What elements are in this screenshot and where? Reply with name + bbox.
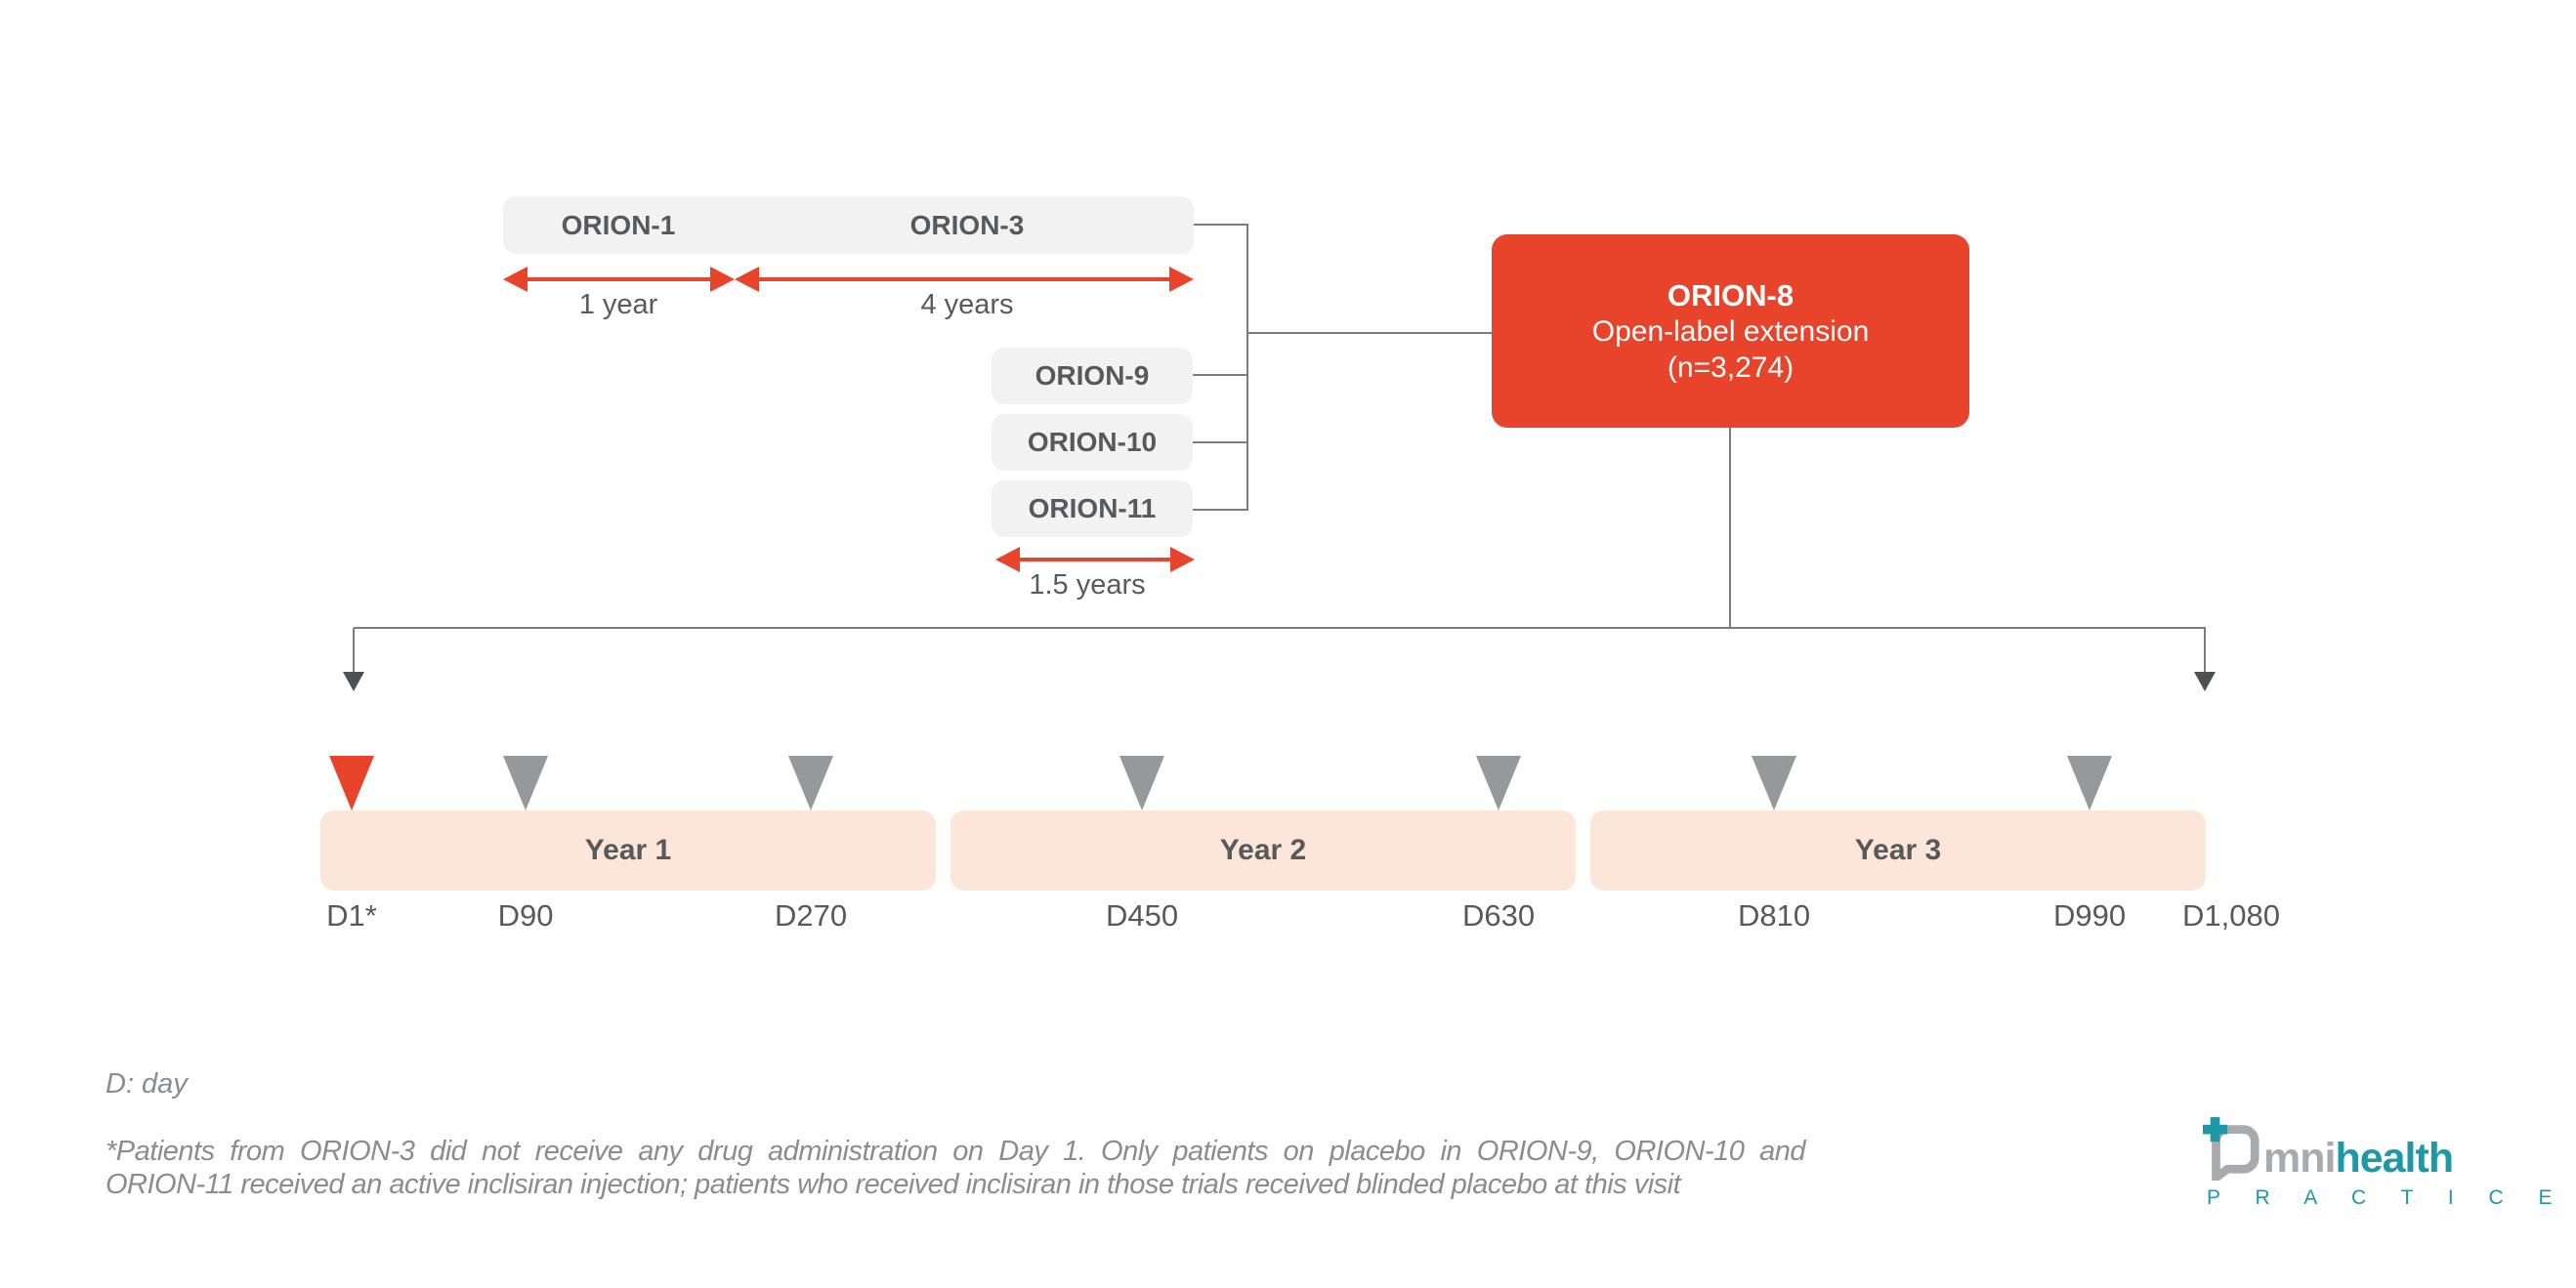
dose-marker-d810	[1752, 756, 1796, 810]
logo-text-health: health	[2335, 1135, 2454, 1182]
day-label-d1080: D1,080	[2182, 898, 2280, 933]
connector-orion-9-to-spine	[1193, 374, 1248, 376]
extension-box-orion-8: ORION-8 Open-label extension (n=3,274)	[1492, 234, 1969, 428]
connector-orion-11-to-spine	[1193, 509, 1248, 511]
day-label-d1: D1*	[326, 898, 377, 933]
dose-marker-d1	[329, 756, 374, 810]
trial-label-orion-1: ORION-1	[561, 209, 676, 240]
year-3-bar: Year 3	[1590, 810, 2206, 891]
arrow-shaft	[511, 277, 727, 281]
trial-box-orion-11: ORION-11	[992, 480, 1193, 537]
day-label-d990: D990	[2052, 898, 2127, 933]
lead-in-trials-box: ORION-1 ORION-3	[503, 196, 1194, 254]
down-arrowhead-right	[2194, 672, 2216, 691]
trial-label-orion-9: ORION-9	[1035, 360, 1150, 391]
connector-spine-to-orion-8	[1247, 332, 1492, 334]
trial-box-orion-10: ORION-10	[992, 414, 1193, 471]
day-label-d90: D90	[497, 898, 554, 933]
day-label-d450: D450	[1105, 898, 1179, 933]
dose-marker-d450	[1119, 756, 1164, 810]
day-label-d630: D630	[1461, 898, 1536, 933]
year-1-bar: Year 1	[320, 810, 936, 891]
omnihealth-bubble-icon	[2202, 1117, 2259, 1181]
duration-label-1-year: 1 year	[578, 289, 658, 320]
arrow-shaft	[742, 277, 1186, 281]
footnote-line-2: ORION-11 received an active inclisiran i…	[106, 1169, 1681, 1200]
arrow-shaft	[1003, 558, 1187, 561]
duration-label-4-years: 4 years	[920, 289, 1014, 320]
logo-text-practice: P R A C T I C E	[2207, 1186, 2567, 1209]
connector-lead-in-to-spine	[1194, 224, 1247, 226]
connector-orion-8-to-timeline	[1729, 428, 1731, 628]
trial-label-orion-11: ORION-11	[1028, 493, 1157, 523]
duration-arrow-1-year	[503, 266, 735, 293]
duration-label-1-5-years: 1.5 years	[1029, 569, 1146, 601]
abbreviation-note: D: day	[106, 1068, 188, 1100]
asterisk-footnote: *Patients from ORION-3 did not receive a…	[106, 1135, 1806, 1201]
day-label-d270: D270	[774, 898, 848, 933]
duration-arrow-1-5-years	[995, 546, 1195, 573]
extension-subtitle: Open-label extension	[1591, 314, 1870, 348]
footnote-line-1: *Patients from ORION-3 did not receive a…	[106, 1136, 1806, 1167]
year-2-bar: Year 2	[950, 810, 1576, 891]
duration-arrow-4-years	[735, 266, 1194, 293]
timeline-right-drop	[2204, 628, 2206, 673]
dose-marker-d270	[788, 756, 833, 810]
timeline-distribution-line	[354, 627, 2206, 629]
extension-title: ORION-8	[1667, 277, 1795, 312]
omnihealth-practice-logo: mni health P R A C T I C E	[2202, 1116, 2567, 1210]
trial-label-orion-3: ORION-3	[909, 209, 1025, 240]
extension-enrollment: (n=3,274)	[1667, 351, 1795, 384]
dose-marker-d90	[503, 756, 548, 810]
down-arrowhead-left	[343, 672, 364, 691]
timeline-left-drop	[353, 628, 355, 673]
logo-text-mni: mni	[2263, 1135, 2336, 1182]
trial-label-orion-10: ORION-10	[1027, 427, 1158, 457]
dose-marker-d990	[2067, 756, 2112, 810]
day-label-d810: D810	[1737, 898, 1811, 933]
logo-wordmark: mni health	[2202, 1116, 2487, 1181]
connector-spine-vertical	[1246, 224, 1248, 511]
connector-orion-10-to-spine	[1193, 441, 1248, 443]
trial-box-orion-9: ORION-9	[992, 348, 1193, 404]
dose-marker-d630	[1476, 756, 1521, 810]
